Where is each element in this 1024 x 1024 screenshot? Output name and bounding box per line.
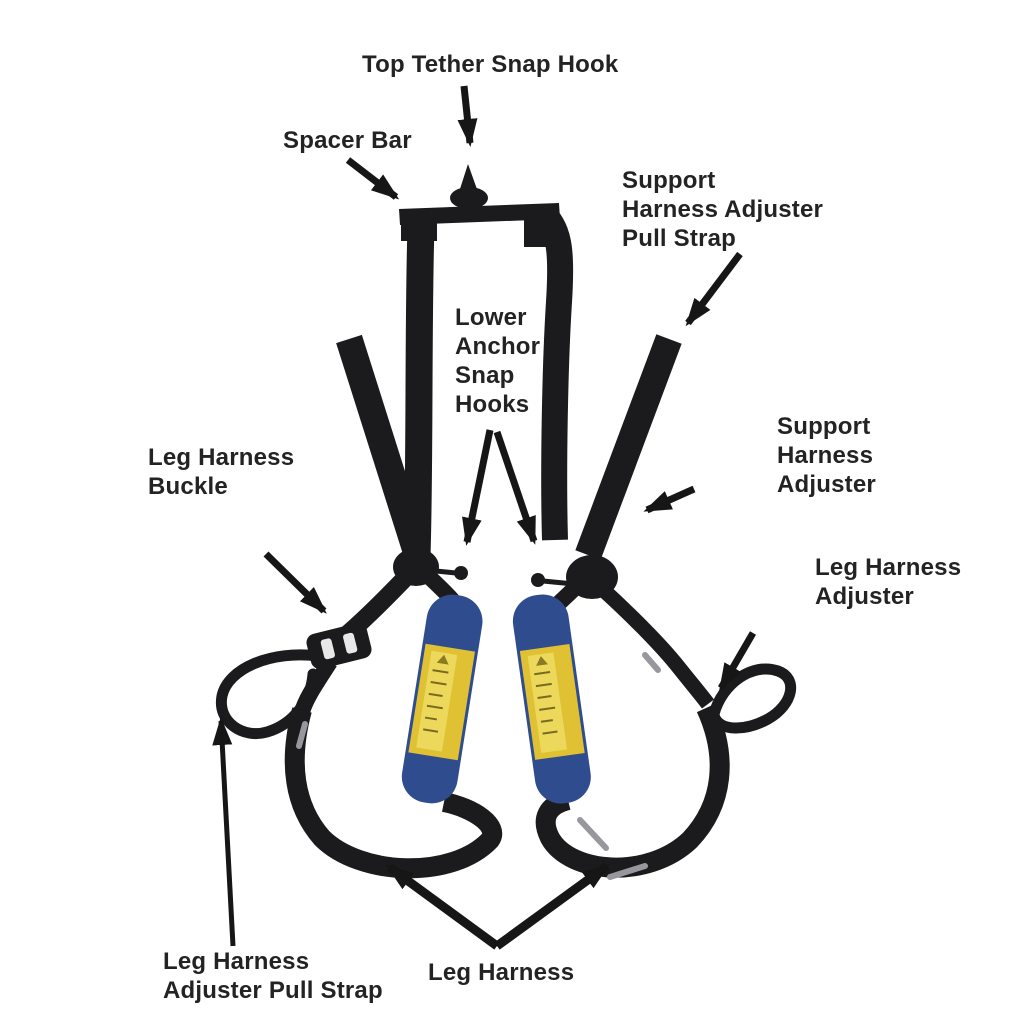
top-tether-knob [450, 187, 488, 209]
arrow-lower-anchor-snap-hook-right [493, 430, 538, 545]
label-support-harness-adjuster-pull-strap: Support Harness Adjuster Pull Strap [622, 167, 824, 252]
top-tether-snap-hook-part [459, 164, 478, 192]
arrow-leg-harness-adjuster [717, 631, 757, 692]
arrow-spacer-bar [345, 157, 400, 200]
arrow-leg-harness-right [494, 862, 611, 950]
label-leg-harness: Leg Harness [428, 959, 575, 986]
arrow-leg-harness-buckle [263, 551, 327, 614]
label-spacer-bar: Spacer Bar [283, 127, 412, 154]
harness-straps [215, 164, 797, 880]
padded-leg-strap-left [401, 594, 483, 804]
warning-triangle-icon [436, 654, 449, 665]
arrow-support-harness-adjuster [643, 485, 696, 514]
arrow-top-tether-snap-hook [457, 85, 478, 147]
callout-arrows [212, 85, 757, 950]
leg-harness-buckle-part [306, 622, 372, 670]
arrow-leg-harness-left [385, 863, 500, 950]
label-support-harness-adjuster: Support Harness Adjuster [777, 413, 876, 498]
arrow-leg-harness-adjuster-pull-strap [212, 717, 236, 947]
support-strap-right [575, 334, 682, 560]
label-top-tether-snap-hook: Top Tether Snap Hook [362, 51, 619, 78]
shoulder-strap-left [403, 225, 435, 557]
label-leg-harness-buckle: Leg Harness Buckle [148, 444, 295, 500]
label-lower-anchor-snap-hooks: Lower Anchor Snap Hooks [455, 304, 541, 418]
padded-leg-strap-right [512, 594, 591, 804]
shoulder-strap-right [535, 206, 574, 541]
label-leg-harness-adjuster: Leg Harness Adjuster [815, 554, 962, 610]
arrow-lower-anchor-snap-hook-left [462, 429, 494, 546]
spacer-bar-part [399, 203, 560, 225]
support-strap-left [336, 334, 431, 562]
warning-triangle-icon [536, 656, 548, 666]
label-leg-harness-adjuster-pull-strap: Leg Harness Adjuster Pull Strap [163, 948, 383, 1004]
arrow-support-harness-adjuster-pull-strap [685, 251, 743, 327]
leg-harness-adjuster-part [592, 579, 714, 709]
